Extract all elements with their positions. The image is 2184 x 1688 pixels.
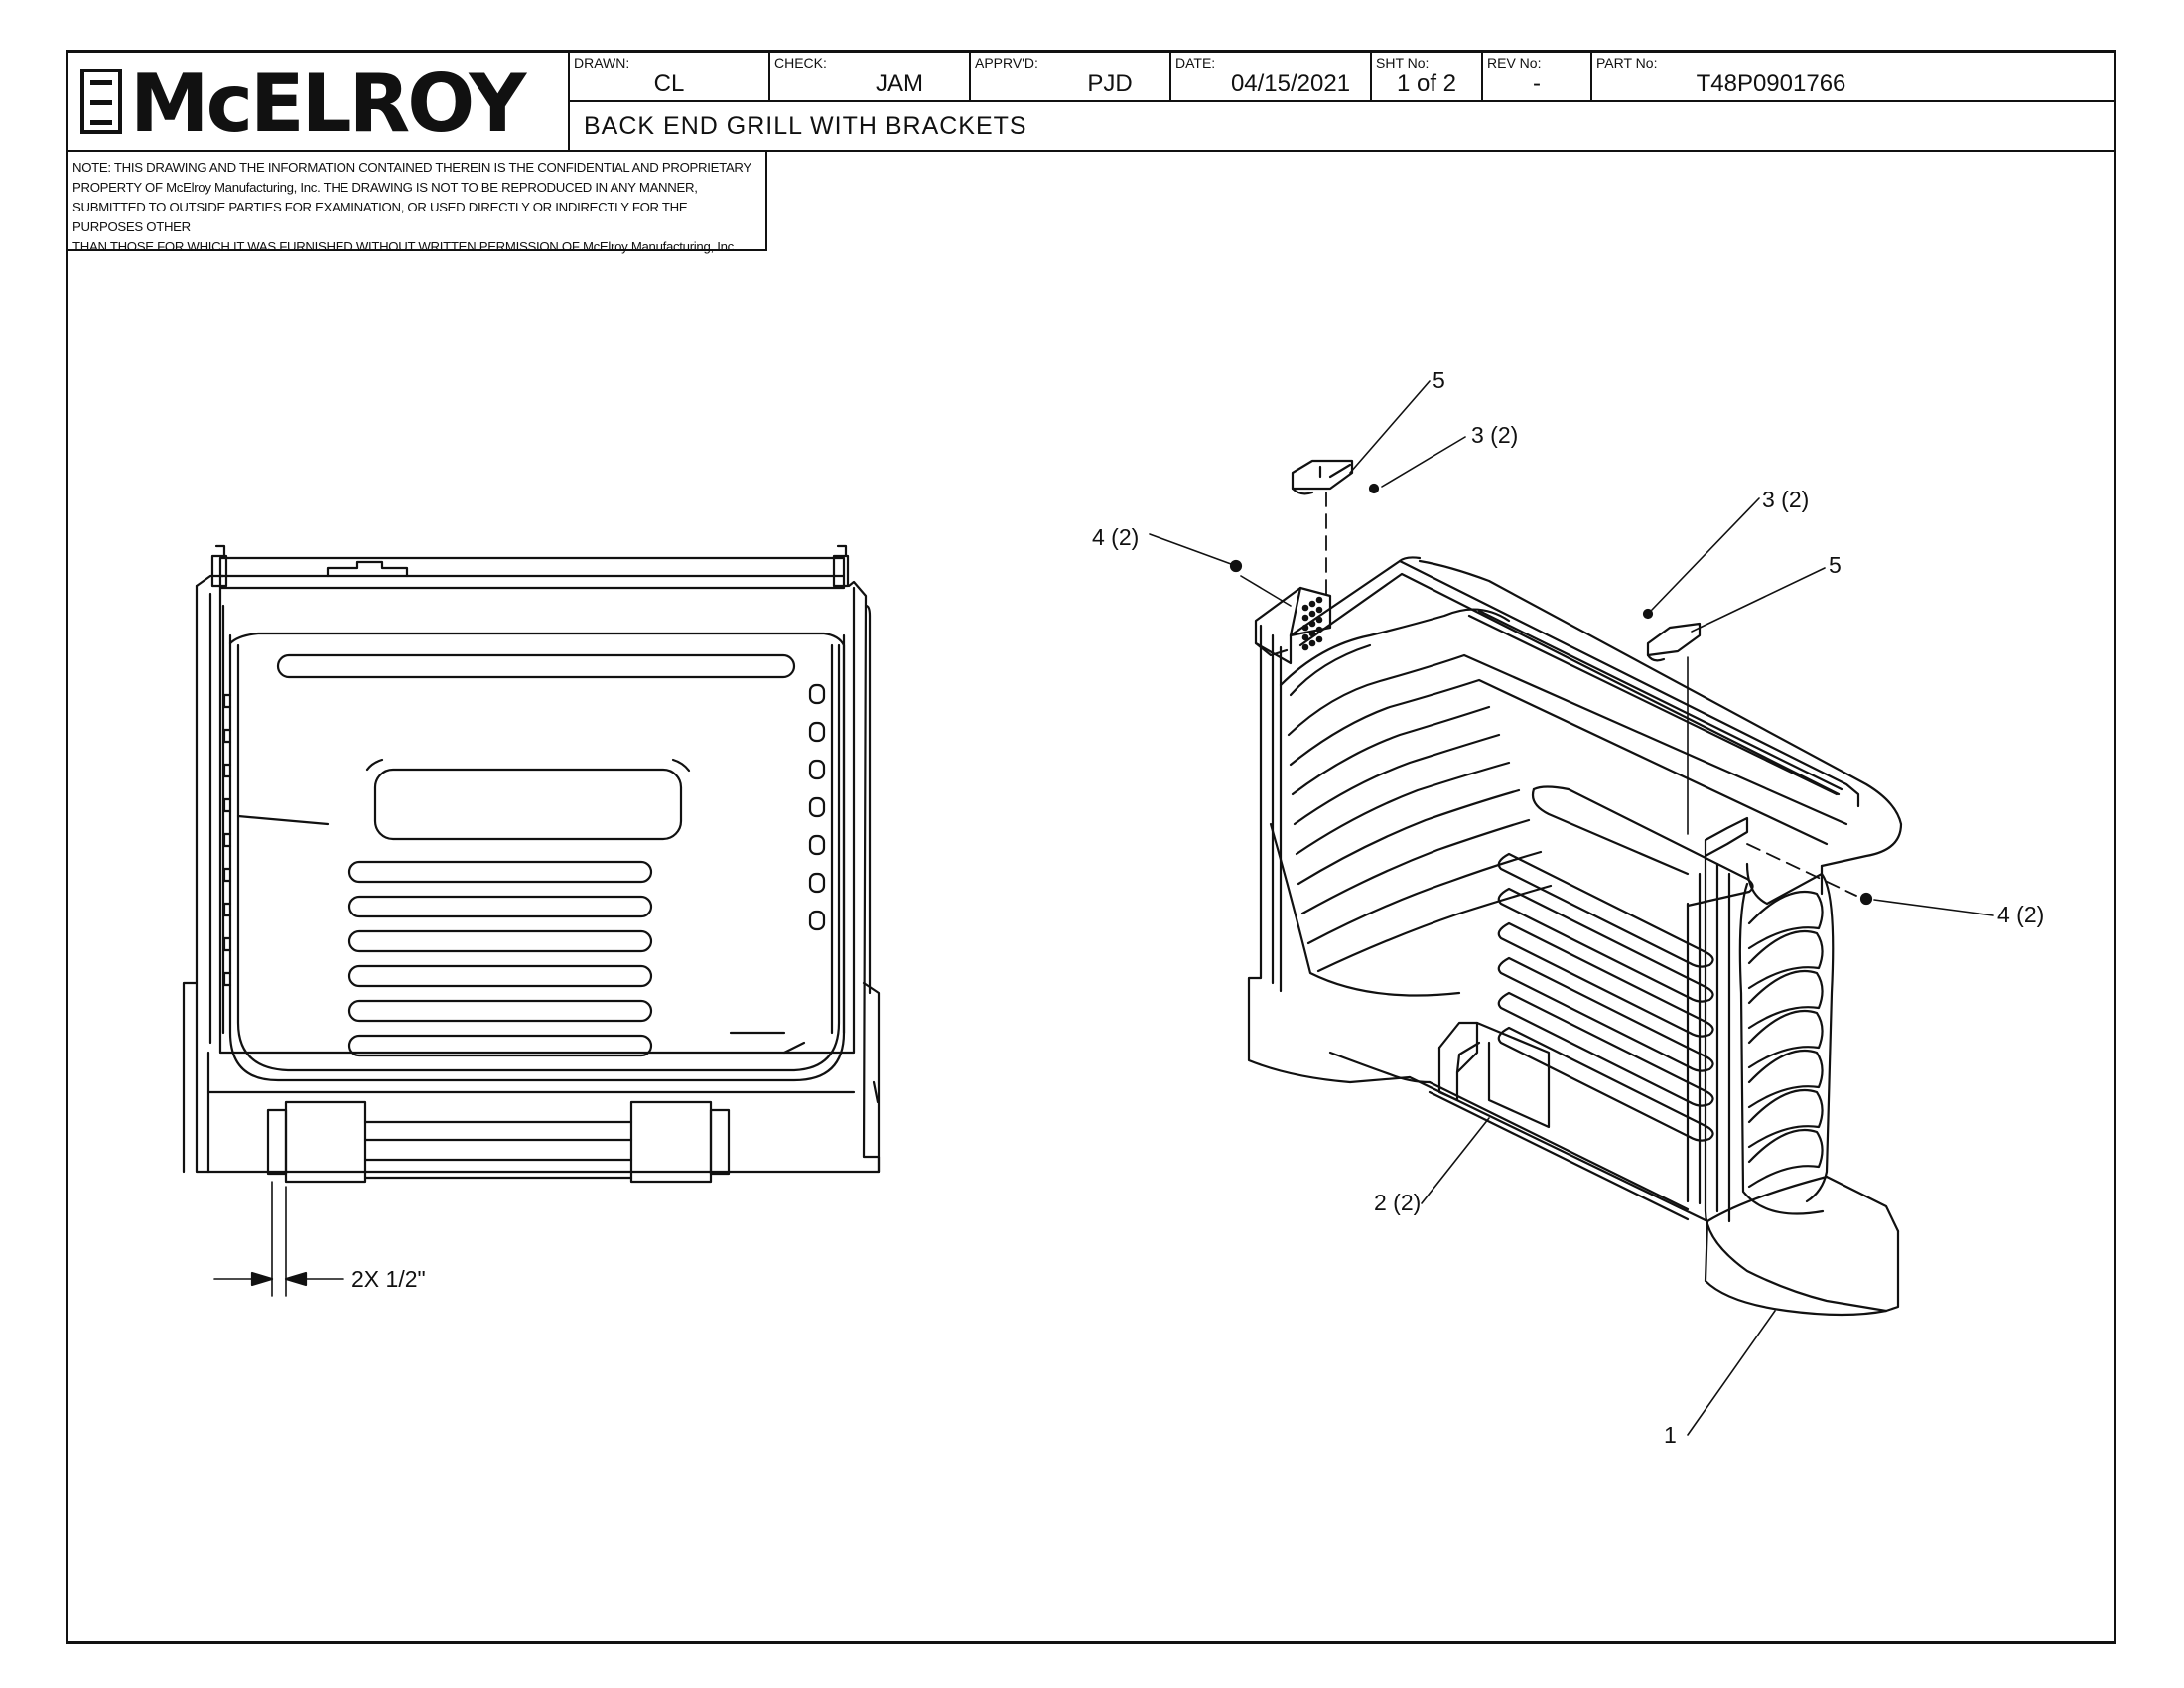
- callout-item-5-top: 5: [1433, 367, 1445, 393]
- date-cell: DATE: 04/15/2021: [1171, 53, 1372, 100]
- front-view-dimension: 2X 1/2": [351, 1266, 426, 1292]
- part-label: PART No:: [1596, 55, 1658, 70]
- sheet-value: 1 of 2: [1396, 70, 1457, 97]
- notice-line: PROPERTY OF McElroy Manufacturing, Inc. …: [72, 180, 698, 195]
- check-label: CHECK:: [774, 55, 827, 70]
- sheet-cell: SHT No: 1 of 2: [1372, 53, 1483, 100]
- callout-item-3-right: 3 (2): [1762, 487, 1810, 512]
- mcelroy-mm-logo-icon: [80, 69, 122, 134]
- company-name: McELROY: [130, 58, 526, 150]
- drawn-value: CL: [653, 70, 685, 97]
- date-label: DATE:: [1175, 55, 1216, 70]
- callout-item-2: 2 (2): [1374, 1190, 1422, 1215]
- callout-item-1: 1: [1664, 1422, 1677, 1448]
- callout-item-3-top: 3 (2): [1471, 422, 1519, 448]
- title-block: DRAWN: CL CHECK: JAM APPRV'D: PJD DATE: …: [570, 53, 2114, 102]
- confidentiality-notice: NOTE: THIS DRAWING AND THE INFORMATION C…: [68, 152, 767, 254]
- notice-line: SUBMITTED TO OUTSIDE PARTIES FOR EXAMINA…: [72, 200, 688, 234]
- isometric-view: [1149, 380, 1994, 1436]
- drawn-label: DRAWN:: [574, 55, 630, 70]
- company-logo: McELROY: [68, 53, 570, 152]
- approved-label: APPRV'D:: [975, 55, 1038, 70]
- revision-value: -: [1533, 70, 1541, 97]
- drawing-title-row: BACK END GRILL WITH BRACKETS: [570, 102, 2114, 152]
- front-view: [182, 544, 881, 1297]
- part-value: T48P0901766: [1696, 70, 1846, 97]
- callout-item-4-left: 4 (2): [1092, 524, 1140, 550]
- check-value: JAM: [876, 70, 923, 97]
- check-cell: CHECK: JAM: [770, 53, 971, 100]
- approved-value: PJD: [1087, 70, 1133, 97]
- callout-item-4-right: 4 (2): [1997, 902, 2045, 927]
- date-value: 04/15/2021: [1230, 70, 1351, 97]
- notice-line: THAN THOSE FOR WHICH IT WAS FURNISHED WI…: [72, 239, 738, 254]
- callout-item-5-right: 5: [1829, 552, 1842, 578]
- part-cell: PART No: T48P0901766: [1592, 53, 2114, 100]
- notice-line: NOTE: THIS DRAWING AND THE INFORMATION C…: [72, 160, 751, 175]
- drawn-cell: DRAWN: CL: [570, 53, 770, 100]
- revision-label: REV No:: [1487, 55, 1542, 70]
- drawing-sheet: McELROY DRAWN: CL CHECK: JAM APPRV'D: PJ…: [66, 50, 2116, 1644]
- sheet-label: SHT No:: [1376, 55, 1430, 70]
- drawing-title: BACK END GRILL WITH BRACKETS: [584, 112, 1027, 140]
- revision-cell: REV No: -: [1483, 53, 1592, 100]
- approved-cell: APPRV'D: PJD: [971, 53, 1171, 100]
